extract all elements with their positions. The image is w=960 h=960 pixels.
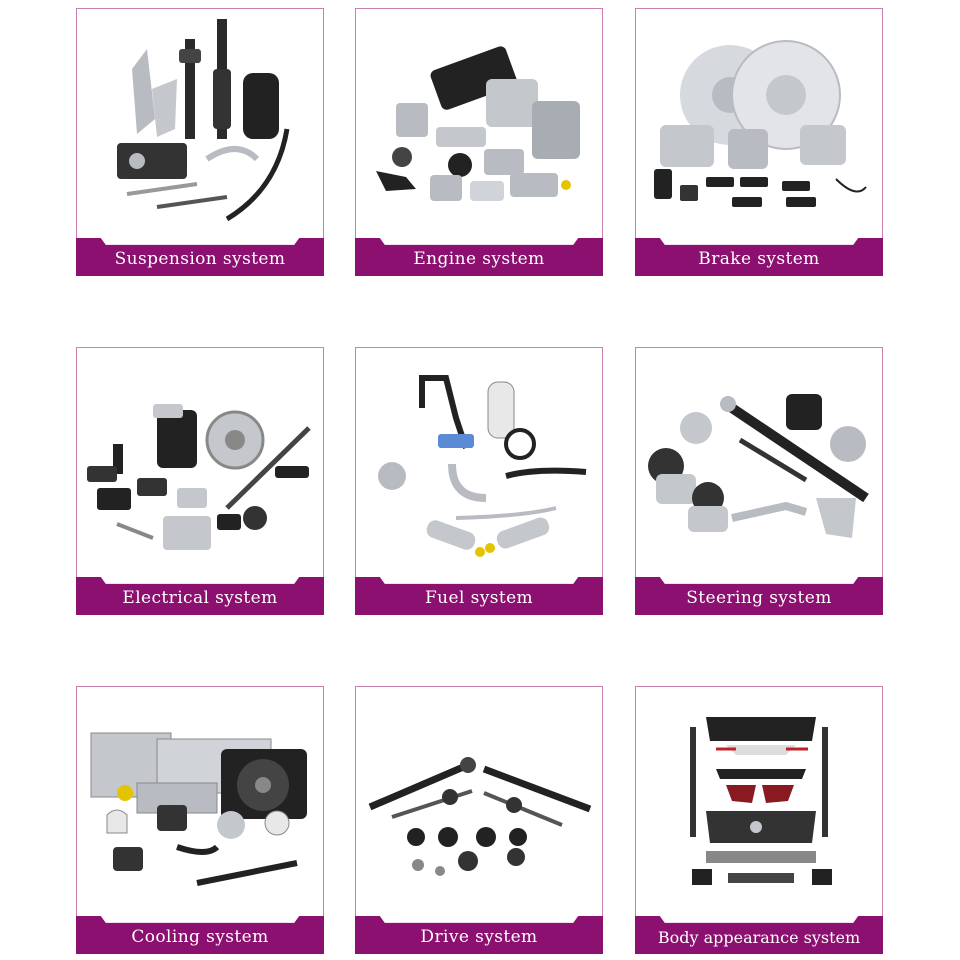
category-card-fuel[interactable]: Fuel system [355,347,603,615]
body-parts-icon [690,717,832,885]
category-card-brake[interactable]: Brake system [635,8,883,276]
category-label: Steering system [686,588,832,608]
category-banner: Engine system [355,238,603,276]
category-card-electrical[interactable]: Electrical system [76,347,324,615]
category-banner: Electrical system [76,577,324,615]
category-card-engine[interactable]: Engine system [355,8,603,276]
steering-parts-icon [648,394,869,538]
category-banner: Drive system [355,916,603,954]
category-label: Engine system [413,249,545,269]
category-label: Suspension system [114,249,286,269]
drive-parts-icon [368,757,592,876]
category-card-body-appearance[interactable]: Body appearance system [635,686,883,954]
fuel-parts-icon [378,375,587,557]
category-banner: Fuel system [355,577,603,615]
engine-parts-icon [376,46,580,201]
category-label: Body appearance system [657,928,861,947]
electrical-parts-icon [87,404,311,550]
cooling-parts-icon [90,732,307,886]
category-label: Drive system [420,927,538,947]
category-label: Fuel system [424,588,534,608]
category-label: Electrical system [122,588,278,608]
category-label: Cooling system [131,927,269,947]
category-label: Brake system [698,249,820,269]
category-card-steering[interactable]: Steering system [635,347,883,615]
category-banner: Body appearance system [635,916,883,954]
category-banner: Suspension system [76,238,324,276]
category-banner: Cooling system [76,916,324,954]
category-banner: Brake system [635,238,883,276]
category-banner: Steering system [635,577,883,615]
brake-parts-icon [654,40,867,207]
category-card-cooling[interactable]: Cooling system [76,686,324,954]
category-card-drive[interactable]: Drive system [355,686,603,954]
suspension-parts-icon [117,19,290,222]
category-card-suspension[interactable]: Suspension system [76,8,324,276]
